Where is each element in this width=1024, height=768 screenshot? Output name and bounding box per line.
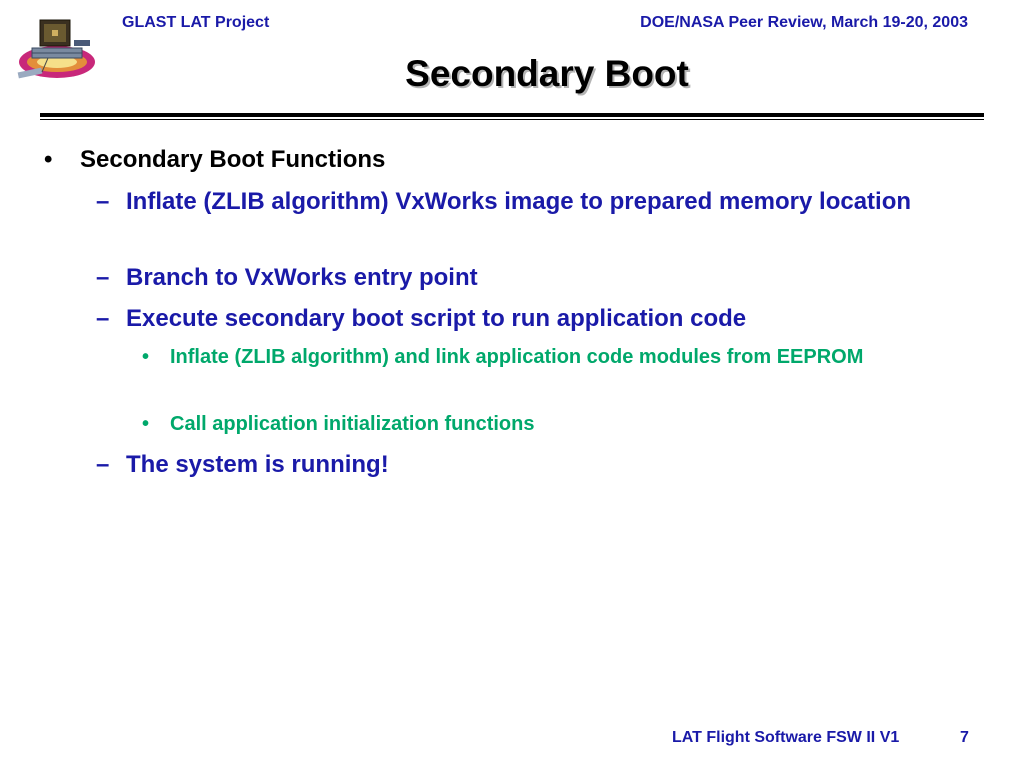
bullet-text: Execute secondary boot script to run app… — [126, 305, 747, 332]
bullet-text: Inflate (ZLIB algorithm) and link applic… — [170, 346, 864, 368]
footer-document-name: LAT Flight Software FSW II V1 — [672, 729, 900, 746]
glast-satellite-logo-icon — [12, 10, 102, 90]
footer-page-number: 7 — [960, 729, 969, 746]
header-project-name: GLAST LAT Project — [122, 14, 270, 31]
bullet-text: Secondary Boot Functions — [80, 146, 386, 173]
bullet-text: Call application initialization function… — [170, 413, 535, 435]
bullet-dash-icon: – — [96, 188, 110, 215]
bullet-dash-icon: – — [96, 264, 110, 291]
bullet-text: The system is running! — [126, 451, 389, 478]
bullet-dot-icon: • — [142, 413, 150, 435]
header-review-info: DOE/NASA Peer Review, March 19-20, 2003 — [640, 14, 968, 31]
bullet-text: Branch to VxWorks entry point — [126, 264, 478, 291]
bullet-dash-icon: – — [96, 451, 110, 478]
bullet-dot-icon: • — [142, 346, 150, 368]
bullet-dot-icon: • — [44, 146, 53, 173]
slide-title: Secondary Boot — [405, 53, 689, 94]
bullet-dash-icon: – — [96, 305, 110, 332]
bullet-text: Inflate (ZLIB algorithm) VxWorks image t… — [126, 188, 912, 215]
